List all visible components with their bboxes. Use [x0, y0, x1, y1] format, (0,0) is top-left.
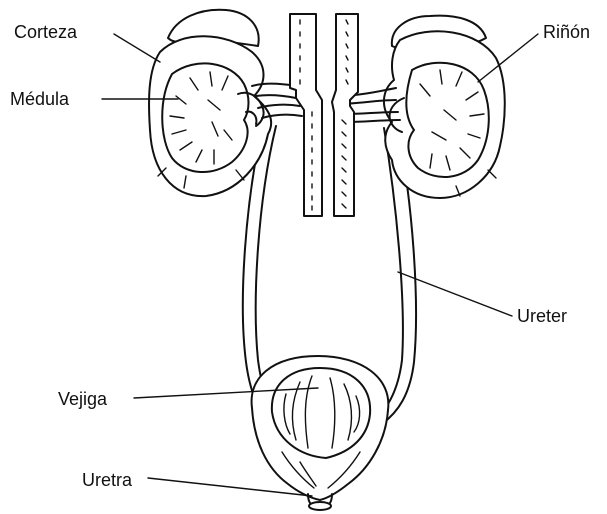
label-rinon: Riñón	[543, 22, 590, 42]
bladder	[252, 356, 389, 500]
label-medula: Médula	[10, 89, 70, 109]
right-kidney	[384, 16, 505, 198]
label-ureter: Ureter	[517, 306, 567, 326]
corteza-leader	[114, 34, 160, 62]
abdominal-aorta	[332, 14, 358, 216]
label-uretra: Uretra	[82, 470, 133, 490]
left-kidney	[149, 10, 271, 196]
label-vejiga: Vejiga	[58, 389, 108, 409]
label-corteza: Corteza	[14, 22, 78, 42]
